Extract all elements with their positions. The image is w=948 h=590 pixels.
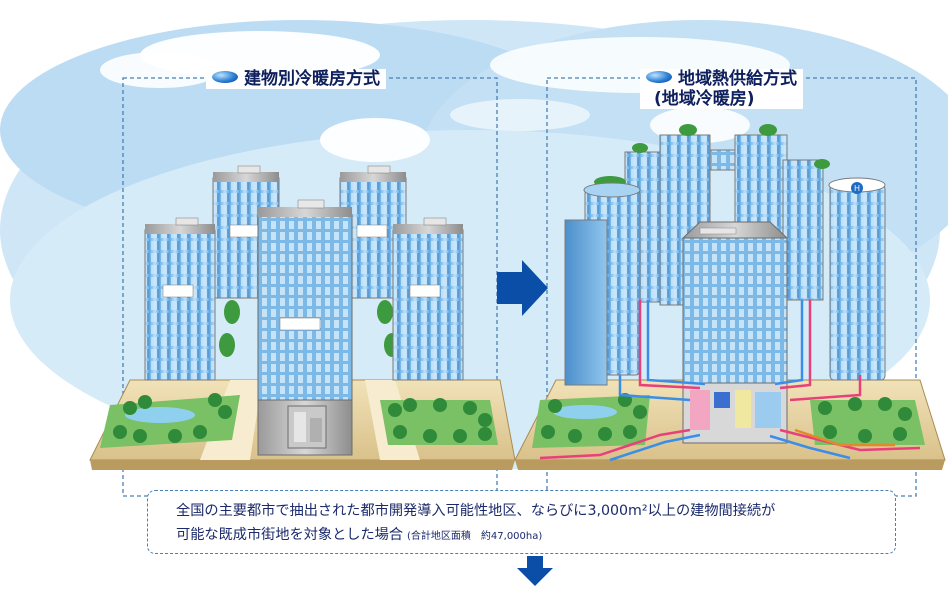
- down-arrow-icon: [517, 556, 553, 586]
- right-panel-title-line1: 地域熱供給方式: [678, 69, 797, 89]
- right-panel-title-line2: (地域冷暖房): [654, 89, 755, 109]
- right-arrow-icon: [497, 260, 548, 316]
- blue-pill-bullet-icon: [212, 71, 238, 83]
- right-city-scene: H: [514, 124, 946, 470]
- blue-pill-bullet-icon: [646, 71, 672, 83]
- scope-note-box: 全国の主要都市で抽出された都市開発導入可能性地区、ならびに3,000m²以上の建…: [147, 490, 896, 554]
- right-panel-title: 地域熱供給方式 (地域冷暖房): [640, 69, 803, 109]
- svg-text:H: H: [854, 184, 860, 193]
- scope-note-line2: 可能な既成市街地を対象とした場合: [176, 527, 404, 543]
- scope-note-line2-wrap: 可能な既成市街地を対象とした場合(合計地区面積 約47,000ha): [176, 523, 885, 549]
- scope-note-text: 全国の主要都市で抽出された都市開発導入可能性地区、ならびに3,000m²以上の建…: [176, 499, 885, 549]
- scope-note-area: (合計地区面積 約47,000ha): [407, 531, 543, 542]
- district-heating-pipes: [539, 300, 921, 462]
- scope-note-line1: 全国の主要都市で抽出された都市開発導入可能性地区、ならびに3,000m²以上の建…: [176, 503, 776, 519]
- left-panel-title-text: 建物別冷暖房方式: [244, 69, 380, 89]
- left-city-scene: [89, 165, 516, 470]
- helipad-icon: H: [851, 182, 863, 194]
- left-panel-title: 建物別冷暖房方式: [206, 69, 386, 89]
